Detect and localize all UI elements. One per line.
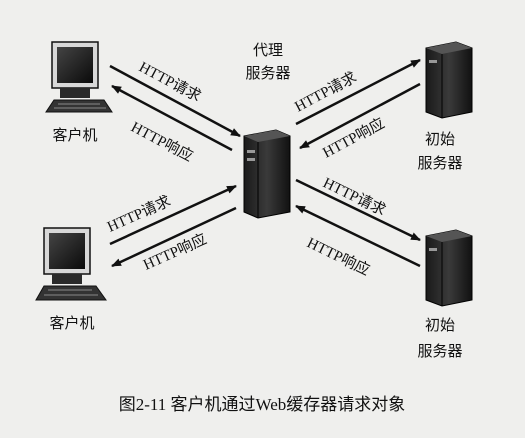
label-bottom-left-request: HTTP请求 [105, 193, 174, 236]
origin-label-bottom-line2: 服务器 [417, 342, 462, 360]
proxy-label-line1: 代理 [253, 41, 283, 59]
origin-server-top-icon [425, 41, 473, 119]
arrow-top-right-request [295, 58, 421, 126]
arrow-bottom-right-request [295, 178, 421, 242]
origin-label-top-line1: 初始 [425, 130, 455, 148]
label-bottom-right-response: HTTP响应 [304, 233, 373, 279]
origin-label-bottom-line1: 初始 [425, 316, 455, 334]
proxy-label-line2: 服务器 [245, 64, 290, 82]
arrow-top-right-response [299, 82, 421, 150]
arrow-top-left-request [109, 64, 241, 138]
arrow-bottom-left-response [111, 206, 237, 268]
figure-caption: 图2-11 客户机通过Web缓存器请求对象 [119, 395, 406, 414]
origin-label-top-line2: 服务器 [417, 154, 462, 172]
origin-server-bottom-icon [425, 229, 473, 307]
proxy-server-icon [243, 129, 291, 219]
label-top-right-response: HTTP响应 [319, 114, 387, 162]
arrow-top-left-response [111, 84, 233, 152]
arrow-bottom-right-response [295, 204, 421, 268]
client-computer-bottom-icon [35, 227, 107, 301]
client-label-bottom: 客户机 [49, 314, 94, 332]
arrow-bottom-left-request [109, 184, 237, 246]
client-label-top: 客户机 [52, 126, 97, 144]
client-computer-top-icon [45, 41, 113, 113]
